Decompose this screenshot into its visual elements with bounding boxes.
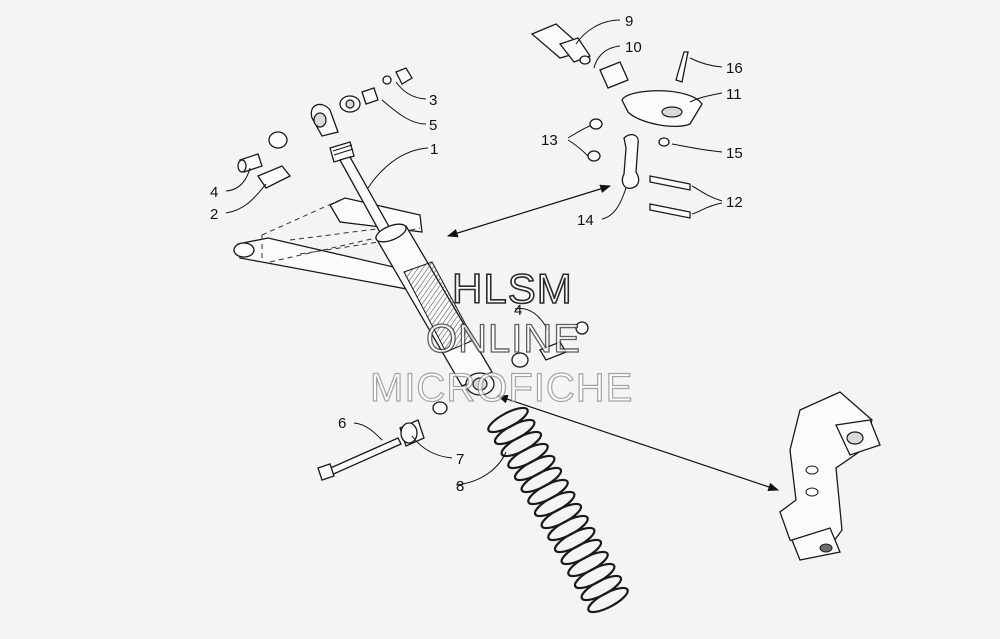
callout-7: 7: [456, 451, 464, 468]
callout-9: 9: [625, 13, 633, 30]
shock-absorber: [310, 103, 495, 396]
callout-15: 15: [726, 145, 743, 162]
callout-2: 2: [210, 206, 218, 223]
callout-4-lower: 4: [514, 302, 522, 319]
callout-5: 5: [429, 117, 437, 134]
lower-hardware: [317, 321, 589, 481]
callout-10: 10: [625, 39, 642, 56]
assembly-arrows: [446, 184, 780, 492]
callout-11: 11: [726, 86, 742, 103]
callout-4-upper: 4: [210, 184, 218, 201]
watermark-line-1: HLSM: [452, 265, 573, 312]
callout-12: 12: [726, 194, 743, 211]
watermark: HLSM ONLINE MICROFICHE: [369, 264, 633, 410]
spring-coil: [587, 586, 629, 614]
callout-16: 16: [726, 60, 743, 77]
leader-lines: [225, 19, 723, 486]
linkage-parts: [530, 23, 703, 219]
spindle: [779, 391, 881, 561]
upper-hardware: [237, 67, 413, 189]
callout-13: 13: [541, 132, 558, 149]
callout-14: 14: [577, 212, 594, 229]
callout-3: 3: [429, 92, 437, 109]
watermark-line-3: MICROFICHE: [370, 366, 633, 410]
callout-1: 1: [430, 141, 438, 158]
watermark-line-2: ONLINE: [426, 317, 581, 361]
callout-8: 8: [456, 478, 464, 495]
callout-6: 6: [338, 415, 346, 432]
callout-labels: 1 2 3 4 4 5 6 7 8 9 10 11 12 13 14 15 16: [210, 13, 743, 495]
coil-spring: [487, 406, 629, 614]
